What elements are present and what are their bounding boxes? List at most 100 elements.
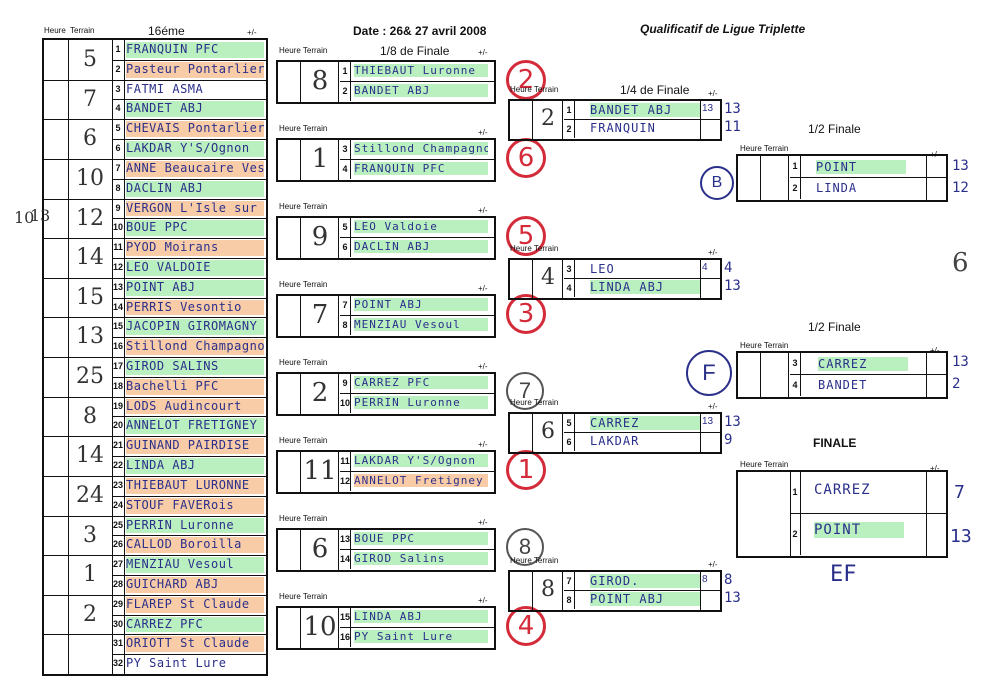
r8-b-name: PERRIN Luronne — [354, 396, 488, 409]
heure-terrain-final: Heure Terrain — [740, 460, 789, 469]
team-name: Pasteur Pontarlier — [126, 61, 264, 78]
r4-a-name: GIROD. — [590, 574, 700, 588]
grid-line — [44, 119, 266, 121]
team-name: PYOD Moirans — [126, 240, 264, 256]
grid-line — [44, 436, 266, 438]
pair-terrain: 5 — [83, 47, 97, 72]
grid-line — [112, 614, 266, 616]
pair-terrain: 14 — [76, 245, 104, 271]
team-name: LINDA ABJ — [126, 458, 264, 474]
grid-line — [112, 218, 266, 220]
grid-line — [44, 555, 266, 557]
r8-winner-circle: 2 — [506, 60, 546, 100]
r8-b-num: 14 — [340, 550, 351, 569]
r4-b-score: 13 — [724, 278, 741, 294]
team-num: 20 — [112, 416, 125, 437]
side-note-10: 10 — [14, 208, 35, 227]
r8-b-num: 10 — [340, 394, 351, 413]
semi-side-note: 6 — [952, 248, 969, 278]
pm-8-1: +/- — [478, 128, 488, 137]
r8-a-name: LAKDAR Y'S/Ognon — [354, 454, 488, 467]
heure-terrain-semi2: Heure Terrain — [740, 341, 789, 350]
r8-b-num: 12 — [340, 472, 351, 491]
semi1-a-name: POINT — [816, 160, 906, 174]
r8-terrain: 10 — [302, 608, 339, 648]
r8-b-name: DACLIN ABJ — [354, 240, 488, 253]
semi2-a-score: 13 — [952, 354, 969, 370]
grid-line — [112, 456, 266, 458]
final-a-name: CARREZ — [814, 482, 871, 498]
r4-a-name: LEO — [590, 262, 615, 276]
team-num: 5 — [112, 119, 125, 140]
semi2-b-num: 4 — [790, 375, 801, 396]
final-box: 1 2 CARREZ POINT — [736, 470, 948, 558]
team-name: ANNE Beaucaire Vesoul — [126, 160, 264, 177]
team-name: VERGON L'Isle sur le Doubs — [126, 200, 264, 217]
team-num: 29 — [112, 594, 125, 615]
final-a-num: 1 — [790, 472, 801, 513]
heure-terrain-4-1: Heure Terrain — [510, 244, 559, 253]
r8-terrain: 9 — [302, 218, 339, 258]
r8-terrain: 1 — [302, 140, 339, 180]
team-num: 8 — [112, 178, 125, 199]
pm-8-2: +/- — [478, 206, 488, 215]
pair-terrain: 1 — [83, 562, 97, 588]
team-name: BANDET ABJ — [126, 101, 264, 118]
team-name: DACLIN ABJ — [126, 180, 264, 197]
team-name: FRANQUIN PFC — [126, 42, 264, 58]
team-name: CARREZ PFC — [126, 616, 264, 633]
team-num: 26 — [112, 535, 125, 556]
round4-box: 4 3 4 LEO LINDA ABJ 4 — [508, 258, 722, 300]
round8-box: 11 11 12 LAKDAR Y'S/Ognon ANNELOT Fretig… — [276, 450, 496, 494]
team-name: GUINAND PAIRDISE — [126, 438, 264, 455]
final-note: EF — [830, 562, 857, 587]
team-num: 31 — [112, 634, 125, 655]
round8-box: 2 9 10 CARREZ PFC PERRIN Luronne — [276, 372, 496, 416]
semi2-box: 3 4 CARREZ BANDET — [736, 351, 948, 399]
team-num: 15 — [112, 317, 125, 338]
grid-line — [44, 634, 266, 636]
semi1-title: 1/2 Finale — [808, 122, 861, 136]
heure-terrain-8: Heure Terrain — [279, 46, 328, 55]
r8-a-num: 7 — [340, 296, 351, 315]
grid-line — [112, 654, 266, 656]
round8-box: 9 5 6 LEO Valdoie DACLIN ABJ — [276, 216, 496, 260]
r8-terrain: 6 — [302, 530, 339, 570]
semi1-b-name: LINDA — [816, 181, 858, 195]
r8-a-num: 3 — [340, 140, 351, 159]
r4-b-num: 2 — [564, 120, 575, 138]
pm-semi2: +/- — [930, 346, 940, 355]
r8-a-num: 13 — [340, 530, 351, 549]
grid-line — [44, 238, 266, 240]
r8-a-name: LINDA ABJ — [354, 610, 488, 623]
team-name: PERRIS Vesontio — [126, 299, 264, 316]
semi1-a-score: 13 — [952, 158, 969, 174]
r8-a-num: 5 — [340, 218, 351, 237]
pm-8-4: +/- — [478, 362, 488, 371]
team-name: Stillond Champagnole — [126, 339, 264, 355]
pm-final: +/- — [930, 464, 940, 473]
grid-line — [112, 257, 266, 259]
team-num: 16 — [112, 337, 125, 357]
grid-line — [44, 357, 266, 358]
pm-4-3: +/- — [708, 560, 718, 569]
r4-a-name: CARREZ — [590, 416, 700, 430]
r4-terrain: 6 — [534, 414, 563, 452]
r8-a-name: POINT ABJ — [354, 298, 488, 311]
heure-terrain-8-1: Heure Terrain — [279, 124, 328, 133]
team-num: 32 — [112, 654, 125, 674]
r8-winner-circle: 1 — [506, 450, 546, 490]
team-name: ORIOTT St Claude — [126, 636, 264, 653]
round8-box: 7 7 8 POINT ABJ MENZIAU Vesoul — [276, 294, 496, 338]
grid-line — [44, 277, 266, 279]
pair-terrain: 6 — [83, 126, 97, 152]
semi1-b-score: 12 — [952, 180, 969, 196]
r4-b-score: 13 — [724, 590, 741, 606]
grid-line — [112, 297, 266, 299]
team-name: MENZIAU Vesoul — [126, 557, 264, 573]
r8-winner-circle: 7 — [506, 372, 544, 410]
r8-b-num: 16 — [340, 628, 351, 647]
team-name: PY Saint Lure — [126, 656, 227, 671]
r8-terrain: 2 — [302, 374, 339, 414]
